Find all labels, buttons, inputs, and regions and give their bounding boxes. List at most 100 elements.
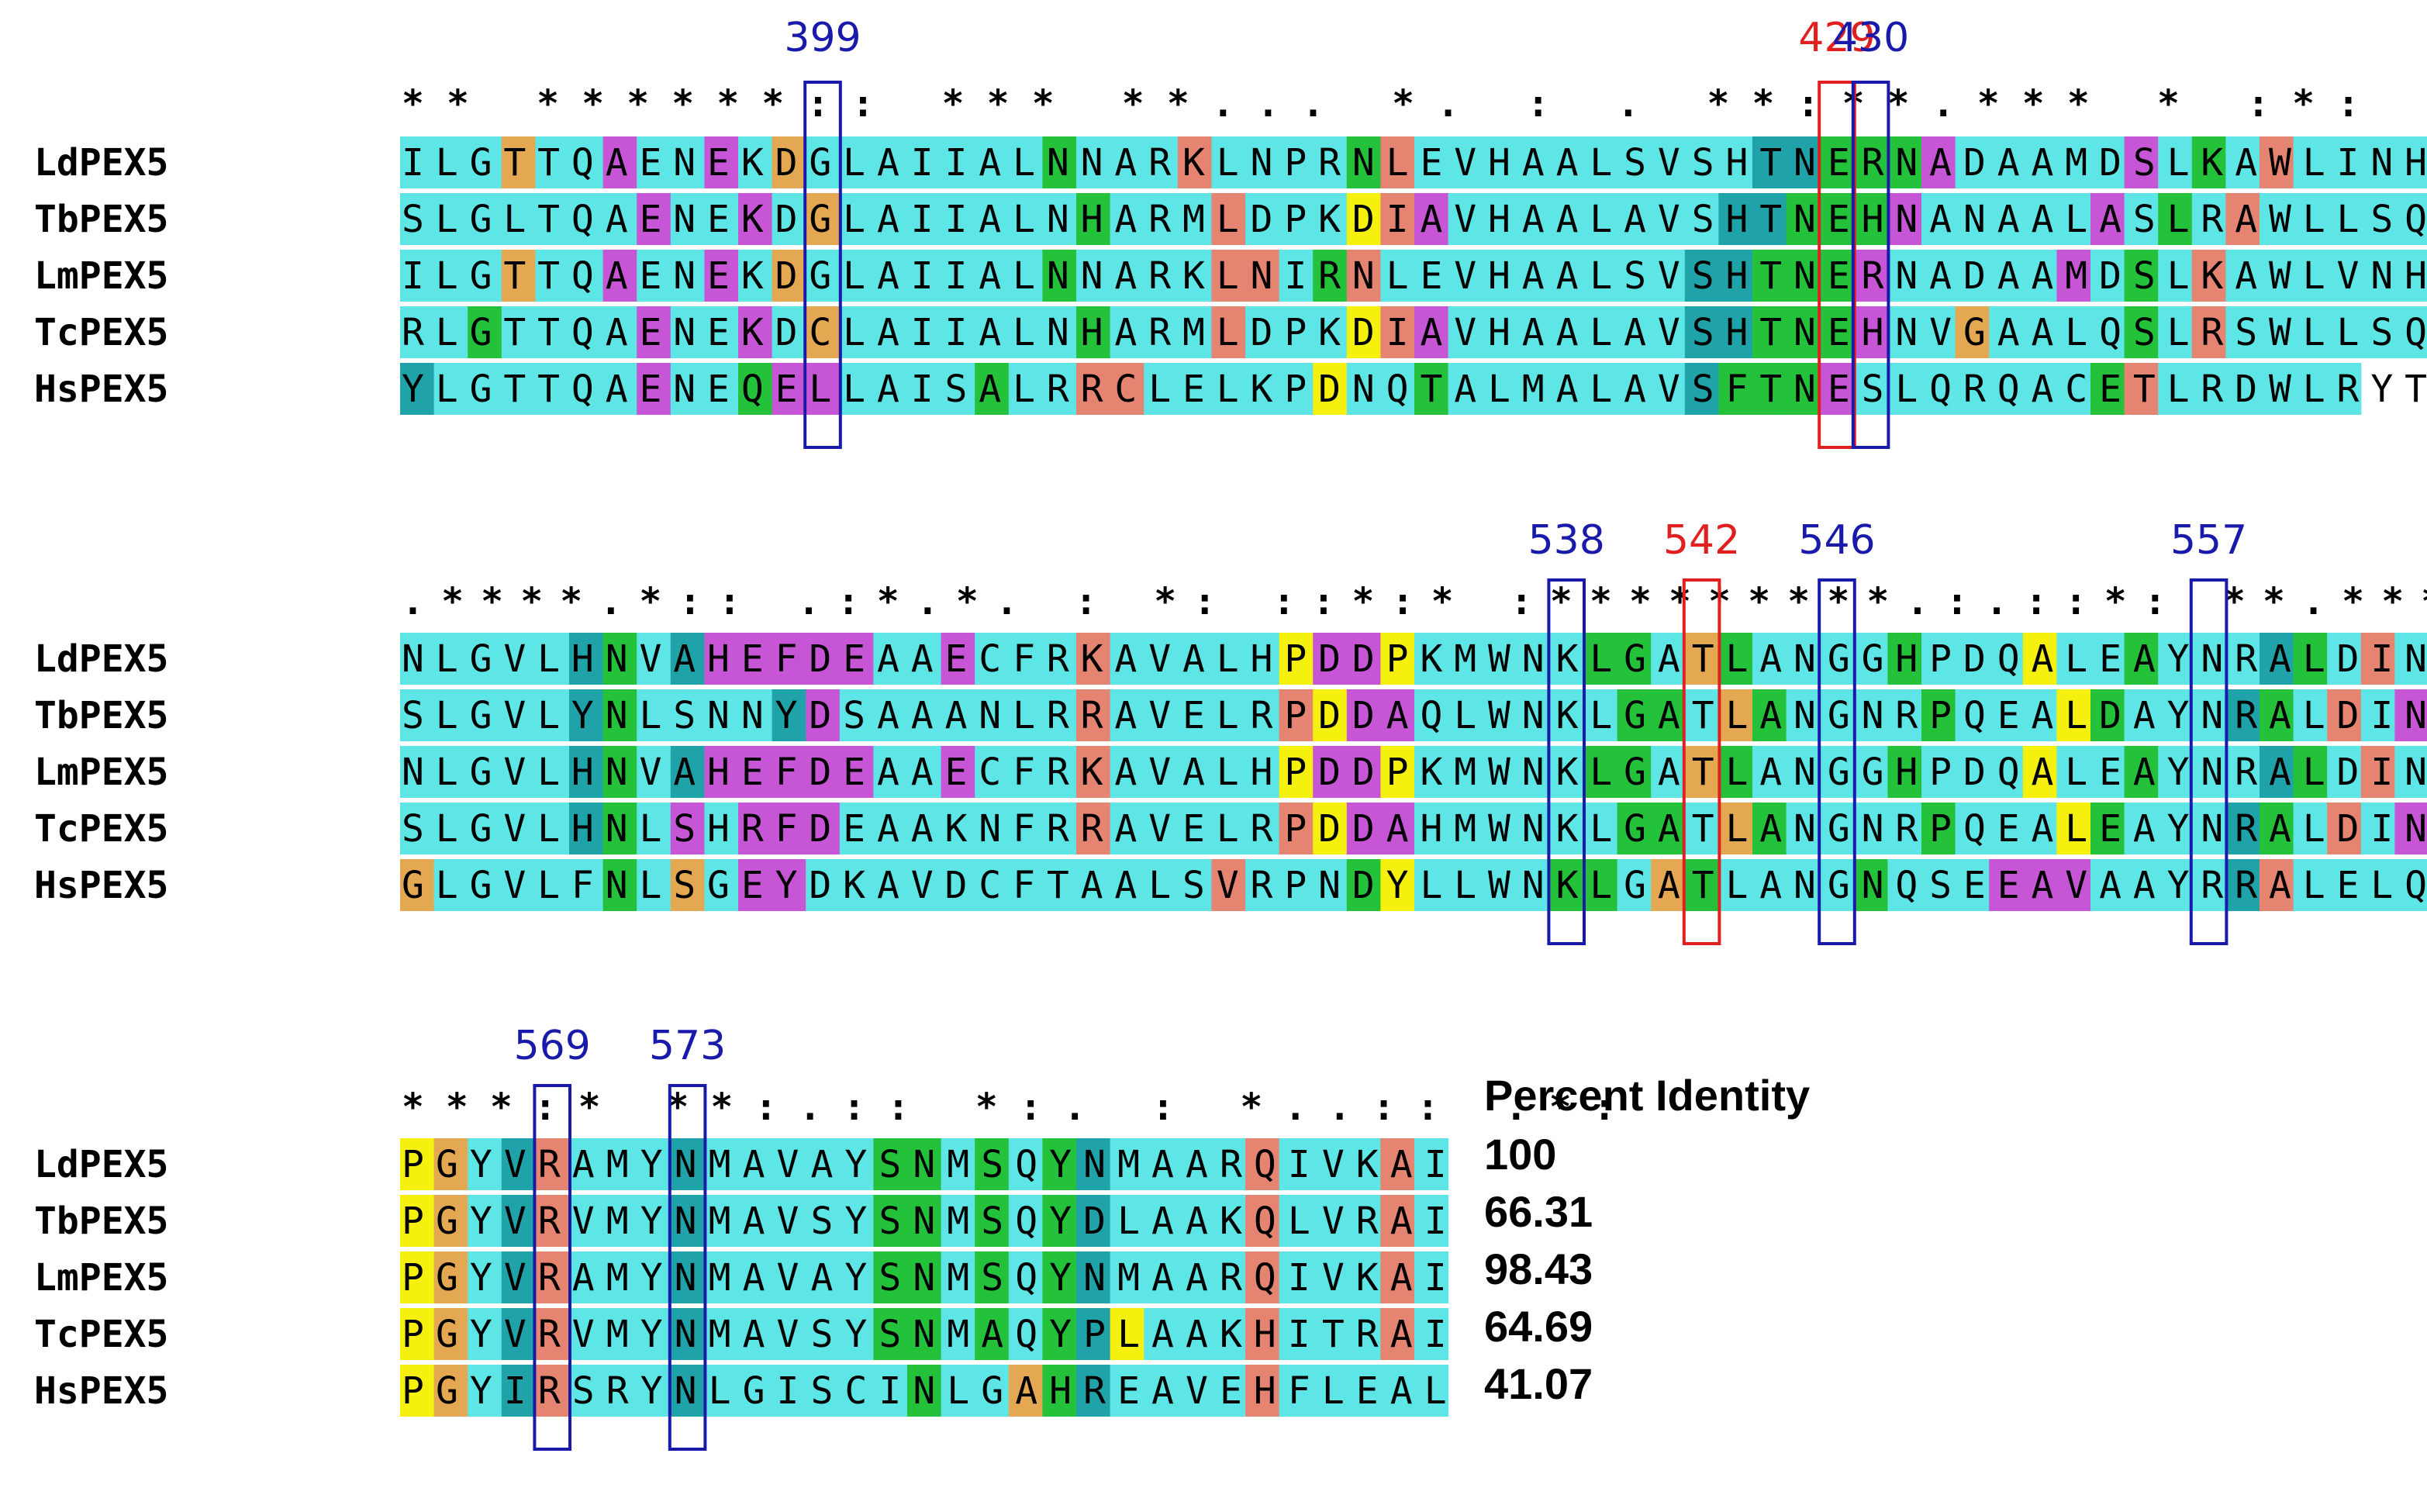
residue-cell	[1110, 306, 1144, 358]
residue-cell	[1144, 689, 1179, 741]
residue-cell	[569, 306, 604, 358]
residue-cell	[772, 250, 806, 302]
residue-cell	[1144, 1308, 1179, 1360]
residue-cell	[1989, 193, 2024, 245]
residue-cell	[2327, 746, 2362, 798]
residue-cell	[1042, 136, 1077, 188]
residue-cell	[1955, 859, 1990, 911]
sequence-residues: PGYVRVMYNMAVSYSNMAQYPLAAKHITRAI	[402, 1313, 1447, 1356]
residue-cell	[637, 1138, 671, 1190]
sequence-name: LdPEX5	[34, 1143, 168, 1186]
residue-cell	[839, 1138, 874, 1190]
residue-cell	[2191, 250, 2226, 302]
residue-cell	[1583, 689, 1618, 741]
residue-cell	[400, 689, 435, 741]
residue-cell	[1921, 306, 1956, 358]
residue-cell	[704, 363, 739, 415]
residue-cell	[1549, 193, 1584, 245]
residue-cell	[1076, 859, 1111, 911]
residue-cell	[975, 136, 1010, 188]
residue-cell	[1177, 1365, 1212, 1417]
residue-cell	[1921, 803, 1956, 854]
residue-cell	[1414, 306, 1449, 358]
residue-cell	[1177, 1308, 1212, 1360]
residue-cell	[2225, 633, 2260, 685]
residue-cell	[1820, 193, 1855, 245]
residue-cell	[1380, 1251, 1415, 1303]
residue-cell	[1853, 689, 1888, 741]
residue-position-label: 538	[1528, 517, 1605, 564]
residue-highlight-box	[803, 81, 842, 449]
residue-cell	[670, 633, 705, 685]
residue-cell	[1887, 193, 1922, 245]
residue-cell	[670, 1195, 705, 1247]
residue-cell	[670, 193, 705, 245]
residue-cell	[1989, 306, 2024, 358]
residue-cell	[1144, 193, 1179, 245]
residue-cell	[1820, 689, 1855, 741]
residue-cell	[1076, 136, 1111, 188]
residue-position-label: 429	[1798, 15, 1875, 61]
residue-cell	[1279, 1251, 1314, 1303]
residue-cell	[1076, 250, 1111, 302]
residue-cell	[907, 193, 942, 245]
residue-cell	[1515, 306, 1550, 358]
residue-cell	[2124, 193, 2159, 245]
residue-cell	[1144, 633, 1179, 685]
residue-cell	[1313, 633, 1348, 685]
residue-cell	[1346, 1195, 1381, 1247]
residue-cell	[907, 803, 942, 854]
residue-cell	[1245, 306, 1280, 358]
residue-cell	[1076, 1138, 1111, 1190]
residue-cell	[975, 746, 1010, 798]
residue-cell	[772, 689, 806, 741]
residue-cell	[1684, 306, 1719, 358]
residue-cell	[2225, 193, 2260, 245]
residue-cell	[1820, 136, 1855, 188]
residue-cell	[1853, 136, 1888, 188]
residue-cell	[1042, 1251, 1077, 1303]
residue-cell	[873, 1251, 908, 1303]
residue-cell	[907, 689, 942, 741]
residue-cell	[772, 633, 806, 685]
residue-cell	[1955, 136, 1990, 188]
residue-cell	[1346, 193, 1381, 245]
residue-cell	[975, 1365, 1010, 1417]
residue-cell	[1177, 1138, 1212, 1190]
residue-cell	[738, 633, 773, 685]
residue-cell	[637, 689, 671, 741]
residue-cell	[1211, 1195, 1246, 1247]
residue-cell	[772, 136, 806, 188]
residue-cell	[1786, 859, 1821, 911]
residue-cell	[738, 306, 773, 358]
residue-cell	[1887, 746, 1922, 798]
residue-cell	[873, 803, 908, 854]
residue-cell	[1820, 633, 1855, 685]
residue-cell	[839, 689, 874, 741]
residue-cell	[1008, 1365, 1043, 1417]
residue-cell	[1752, 363, 1787, 415]
residue-cell	[2090, 689, 2125, 741]
residue-cell	[1380, 1365, 1415, 1417]
residue-cell	[637, 306, 671, 358]
residue-cell	[1853, 363, 1888, 415]
residue-cell	[839, 193, 874, 245]
residue-cell	[1684, 136, 1719, 188]
residue-cell	[1042, 193, 1077, 245]
residue-cell	[704, 746, 739, 798]
sequence-residues: PGYVRAMYNMAVAYSNMSQYNMAARQIVKAI	[402, 1143, 1447, 1186]
residue-cell	[602, 859, 637, 911]
residue-cell	[569, 689, 604, 741]
residue-cell	[1617, 803, 1652, 854]
residue-cell	[907, 746, 942, 798]
residue-cell	[738, 363, 773, 415]
residue-cell	[2056, 633, 2091, 685]
residue-cell	[602, 689, 637, 741]
residue-cell	[1786, 193, 1821, 245]
residue-cell	[1414, 689, 1449, 741]
residue-cell	[1549, 306, 1584, 358]
residue-cell	[637, 859, 671, 911]
residue-cell	[2124, 306, 2159, 358]
residue-cell	[400, 136, 435, 188]
residue-cell	[637, 633, 671, 685]
